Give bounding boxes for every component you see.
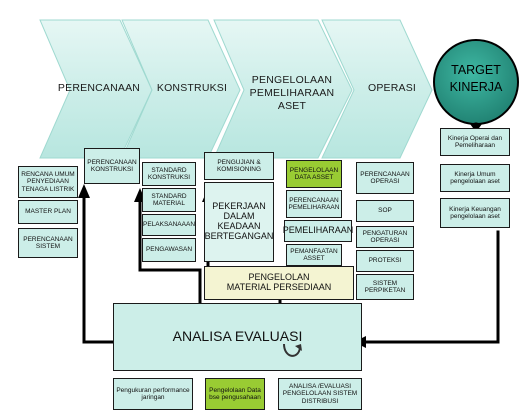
pengelolaan-data-asset-box: PENGELOLAAN DATA ASSET [286, 160, 342, 188]
kinerja-umum-box: Kinerja Umum pengelolaan aset [440, 164, 510, 192]
analisa-distribusi-box: ANALISA /EVALUASI PENGELOLAAN SISTEM DIS… [278, 378, 362, 410]
pemeliharaan-box: PEMELIHARAAN [283, 220, 353, 242]
material-line1: PENGELOLAN [248, 272, 310, 283]
perencanaan-pemeliharaan-box: PERENCANAAN PEMELIHARAAN [286, 190, 342, 218]
perencanaan-konstruksi-box: PERENCANAAN KONSTRUKSI [84, 148, 140, 184]
pemanfaatan-asset-box: PEMANFAATAN ASSET [286, 244, 342, 266]
chevron-pengelolaan [213, 19, 353, 159]
chevron-label-operasi: OPERASI [367, 82, 417, 94]
arrow-up-perencanaan [78, 184, 90, 198]
ruptl-box: RENCANA UMUM PENYEDIAAN TENAGA LISTRIK [18, 166, 78, 198]
chevron-label-konstruksi: KONSTRUKSI [156, 82, 228, 94]
pengawasan-box: PENGAWASAN [142, 238, 196, 262]
kinerja-keuangan-box: Kinerja Keuangan pengelolaan aset [440, 198, 510, 228]
target-line2: KINERJA [449, 79, 503, 94]
material-line2: MATERIAL PERSEDIAAN [226, 282, 332, 292]
chevron-label-perencanaan: PERENCANAAN [57, 82, 141, 94]
pengukuran-performance-box: Pengukuran performance jaringan [113, 378, 193, 410]
chevron-label-pengelolaan: PENGELOLAAN PEMELIHARAAN ASET [236, 74, 348, 113]
pengaturan-operasi-box: PENGATURAN OPERASI [356, 226, 414, 248]
standard-material-box: STANDARD MATERIAL [142, 188, 196, 212]
standard-konstruksi-box: STANDARD KONSTRUKSI [142, 162, 196, 186]
pelaksanaan-box: PELAKSANAAAN [142, 214, 196, 236]
chevron-label-pengelolaan-line2: PEMELIHARAAN ASET [249, 87, 335, 113]
pekerjaan-bertegangan-box: PEKERJAAN DALAM KEADAAN BERTEGANGAN [204, 182, 274, 262]
analisa-evaluasi-label: ANALISA EVALUASI [172, 328, 303, 345]
target-line1: TARGET [451, 63, 501, 77]
chevron-label-pengelolaan-line1: PENGELOLAAN [251, 74, 333, 86]
master-plan-box: MASTER PLAN [18, 200, 78, 224]
kinerja-operasi-box: Kinerja Operai dan Pemeliharaan [440, 128, 510, 156]
refresh-arrow-icon [283, 343, 302, 357]
pengelolan-material-persediaan-box: PENGELOLAN MATERIAL PERSEDIAAN [204, 266, 354, 300]
proteksi-box: PROTEKSI [356, 250, 414, 272]
sop-box: SOP [356, 200, 414, 222]
pengelolaan-data-base-box: Pengelolaan Data bse pengusahaan [205, 378, 265, 410]
sistem-perpiketan-box: SISTEM PERPIKETAN [356, 274, 414, 300]
analisa-evaluasi-box: ANALISA EVALUASI [113, 303, 362, 371]
perencanaan-sistem-box: PERENCANAAN SISTEM [18, 228, 78, 258]
pengujian-komisioning-box: PENGUJIAN & KOMISIONING [204, 152, 274, 180]
chevron-operasi [321, 19, 433, 159]
target-kinerja-label: TARGET KINERJA [436, 62, 516, 96]
perencanaan-operasi-box: PERENCANAAN OPERASI [356, 162, 414, 194]
